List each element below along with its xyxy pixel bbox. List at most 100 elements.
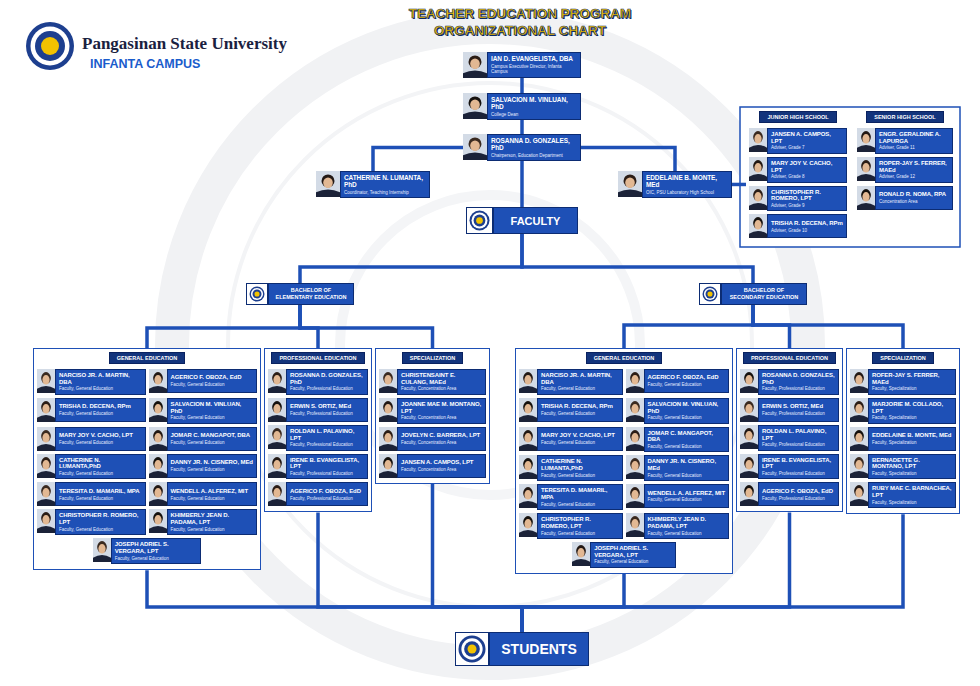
person-role: Faculty, General Education (171, 415, 254, 420)
faculty-card: ENGR. GERALDINE A. LAPURGAAdviser, Grade… (857, 128, 953, 154)
name-box: JANSEN A. CAMPOS, LPTFaculty, Concentrat… (397, 454, 486, 478)
photo-shoulders (268, 386, 286, 393)
name-box: JANSEN A. CAMPOS, LPTAdviser, Grade 7 (767, 128, 847, 154)
photo-ground (519, 455, 537, 479)
photo-face (154, 460, 161, 470)
photo-face (855, 488, 862, 498)
photo-hair (523, 372, 533, 384)
name-box: MARY JOY V. CACHO, LPTAdviser, Grade 8 (767, 157, 847, 183)
portrait-photo (463, 134, 487, 160)
photo-shoulders (268, 500, 286, 507)
photo-hair (383, 401, 393, 413)
photo-face (42, 433, 49, 443)
photo-hair (469, 96, 482, 109)
person-role: Chairperson, Education Department (491, 153, 577, 158)
photo-shoulders (316, 189, 340, 197)
portrait-photo (850, 482, 868, 506)
faculty-card: CATHERINE N. LUMANTA,PhDFaculty, General… (519, 455, 623, 481)
watermark-seal (172, 27, 808, 663)
box-title: BACHELOR OF SECONDARY EDUCATION (726, 287, 802, 301)
portrait-photo (519, 369, 537, 393)
logo-ring (706, 290, 715, 299)
logo-ring (464, 641, 480, 657)
name-box: ROPER-JAY S. FERRER, MAEdAdviser, Grade … (875, 157, 953, 183)
name-box: ROSANNA D. GONZALES, PhDFaculty, Profess… (286, 369, 368, 395)
logo-ring (250, 287, 265, 302)
person-name: KHIMBERLY JEAN D. PADAMA, LPT (648, 516, 726, 529)
logo-ring (703, 287, 718, 302)
person-role: Faculty, General Education (648, 415, 726, 420)
faculty-card: AGERICO F. OBOZA, EdDFaculty, Profession… (740, 482, 839, 506)
photo-face (631, 461, 638, 471)
logo-ring (251, 288, 263, 300)
photo-hair (272, 428, 282, 440)
name-box: SALVACION M. VINLUAN, PhDFaculty, Genera… (644, 398, 730, 424)
portrait-photo (149, 454, 167, 478)
hub-box: STUDENTS (455, 632, 589, 666)
photo-face (578, 548, 585, 558)
photo-shoulders (850, 386, 868, 393)
person-name: WENDELL A. ALFEREZ, MIT (648, 490, 726, 497)
photo-hair (272, 457, 282, 469)
photo-face (154, 515, 161, 525)
photo-shoulders (626, 415, 644, 422)
person-role: Faculty, Specialization (872, 471, 952, 476)
program-box: BACHELOR OF ELEMENTARY EDUCATION (246, 283, 354, 305)
person-role: Faculty, Professional Education (762, 471, 835, 476)
photo-face (470, 59, 480, 69)
photo-ground (37, 454, 55, 478)
portrait-photo (626, 369, 644, 393)
faculty-card: RUBY MAE C. BARNACHEA, LPTFaculty, Speci… (850, 482, 956, 508)
panel-heading: SENIOR HIGH SCHOOL (866, 111, 943, 123)
person-name: JOMAR C. MANGAPOT, DBA (171, 432, 254, 439)
org-connector (300, 305, 433, 348)
person-role: Faculty, Specialization (872, 415, 952, 420)
person-name: SALVACION M. VINLUAN, PhD (491, 96, 577, 111)
photo-shoulders (850, 500, 868, 507)
program-box: BACHELOR OF SECONDARY EDUCATION (699, 283, 807, 305)
photo-face (323, 178, 333, 188)
faculty-card: TRISHA R. DECENA, RPmFaculty, General Ed… (519, 398, 623, 422)
photo-face (745, 460, 752, 470)
logo-box (246, 283, 268, 305)
photo-ground (626, 427, 644, 451)
photo-hair (523, 487, 533, 499)
photo-shoulders (149, 500, 167, 507)
photo-hair (153, 486, 163, 498)
person-role: Adviser, Grade 9 (771, 203, 843, 208)
photo-hair (744, 457, 754, 469)
faculty-card: ROLDAN L. PALAVINO, LPTFaculty, Professi… (740, 425, 839, 451)
person-name: CHRISTOPHER R. ROMERO, LPT (59, 512, 142, 525)
photo-shoulders (519, 530, 537, 537)
photo-face (862, 134, 869, 144)
photo-face (745, 404, 752, 414)
person-name: JOVELYN C. BARRERA, LPT (401, 432, 482, 439)
name-box: MARJORIE M. COLLADO, LPTFaculty, Special… (868, 398, 956, 424)
portrait-photo (740, 398, 758, 422)
watermark-seal (228, 83, 752, 607)
portrait-photo (316, 171, 340, 197)
photo-face (524, 519, 531, 529)
org-connector (300, 234, 522, 283)
portrait-photo (626, 427, 644, 451)
photo-hair (630, 459, 640, 471)
faculty-card: EDDELAINE B. MONTE, MEdFaculty, Speciali… (850, 427, 956, 451)
name-box: ERWIN S. ORTIZ, MEdFaculty, Professional… (758, 398, 839, 422)
faculty-card: JOVELYN C. BARRERA, LPTFaculty, Concentr… (379, 427, 486, 451)
portrait-photo (572, 542, 590, 566)
photo-hair (97, 541, 107, 553)
logo-center (707, 291, 712, 296)
photo-hair (630, 430, 640, 442)
org-connector (520, 120, 524, 134)
watermark-seal (340, 195, 640, 495)
photo-face (384, 460, 391, 470)
person-role: Faculty, General Education (171, 467, 254, 472)
person-role: Faculty, Professional Education (290, 471, 364, 476)
photo-shoulders (749, 145, 767, 152)
person-role: Faculty, General Education (541, 473, 619, 478)
photo-face (42, 375, 49, 385)
photo-ground (37, 482, 55, 506)
person-role: Faculty, Professional Education (290, 496, 364, 501)
person-role: Faculty, General Education (541, 440, 619, 445)
person-name: EDDELAINE B. MONTE, MEd (872, 432, 952, 439)
